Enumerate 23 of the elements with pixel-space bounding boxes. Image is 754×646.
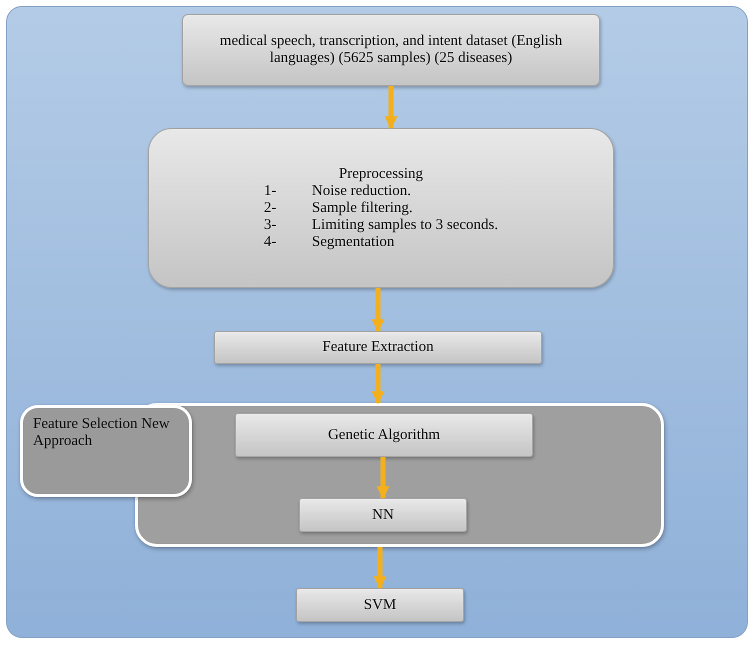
box-text: medical speech, transcription, and intent dataset (English languages) (5625 samples) (25 diseases)	[218, 33, 564, 67]
arrow	[374, 547, 386, 590]
process-box	[235, 413, 533, 457]
dataset-box	[182, 14, 600, 86]
list-item: 1- Noise reduction.	[264, 182, 412, 200]
box-text: SVM	[364, 596, 396, 614]
arrow	[384, 86, 398, 130]
list-item: 2- Sample filtering.	[264, 200, 414, 216]
box-text: Genetic Algorithm	[328, 426, 440, 444]
arrow	[372, 364, 384, 404]
group-title-box	[20, 405, 192, 497]
process-box	[299, 498, 467, 532]
box-text: Feature Selection New Approach	[33, 416, 170, 449]
box-text: NN	[372, 506, 394, 524]
list-item: 3- Limiting samples to 3 seconds.	[264, 216, 498, 234]
box-text: Feature Extraction	[322, 339, 434, 356]
box-heading: Preprocessing	[338, 166, 424, 182]
process-box	[296, 588, 464, 622]
process-box	[214, 331, 542, 364]
list-item: 4- Segmentation	[264, 234, 396, 250]
arrow	[376, 457, 390, 500]
arrow	[372, 288, 384, 332]
process-box	[148, 128, 614, 288]
